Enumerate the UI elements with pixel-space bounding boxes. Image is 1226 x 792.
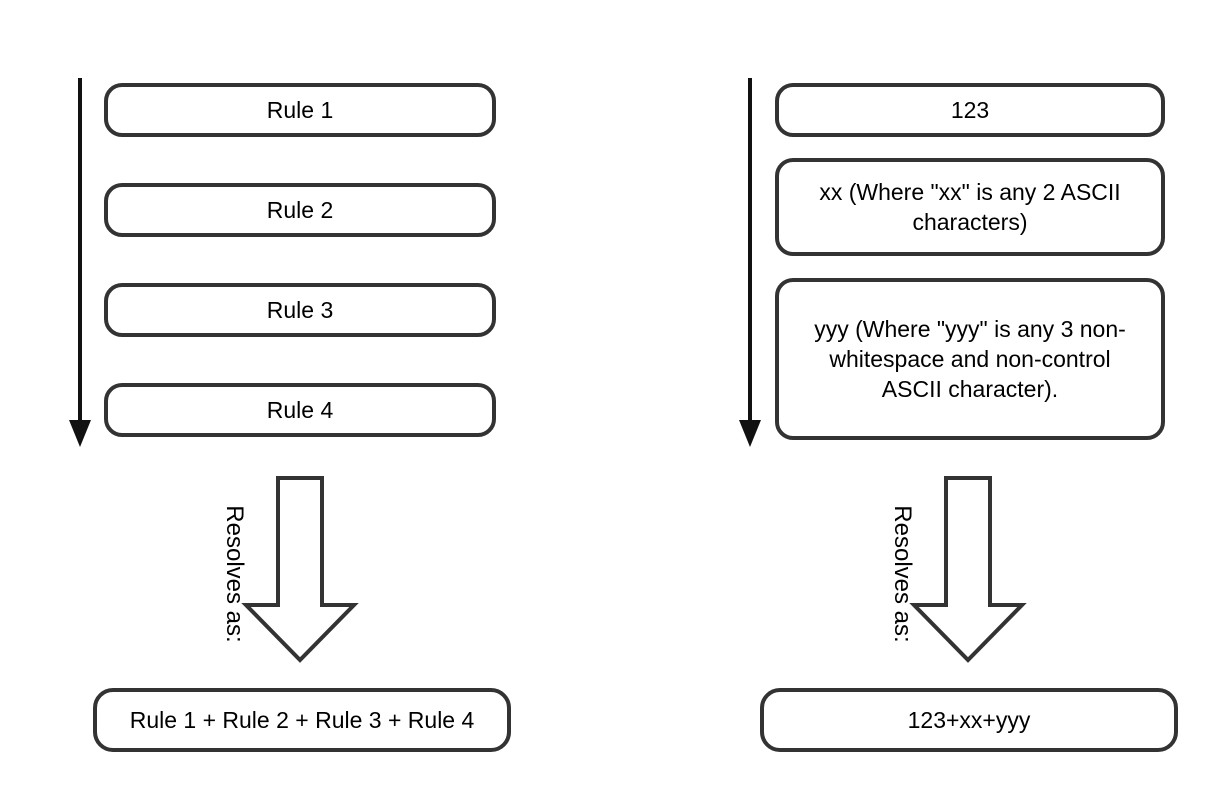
rule-2-box: Rule 2 <box>104 183 496 237</box>
value-yyy-box: yyy (Where "yyy" is any 3 non-whitespace… <box>775 278 1165 440</box>
value-xx-box: xx (Where "xx" is any 2 ASCII characters… <box>775 158 1165 256</box>
sequence-arrow-left-icon <box>69 78 91 447</box>
resolves-block-arrow-left-icon <box>241 476 359 663</box>
values-result-box: 123+xx+yyy <box>760 688 1178 752</box>
resolves-as-label-right: Resolves as: <box>889 505 916 643</box>
rule-1-box: Rule 1 <box>104 83 496 137</box>
resolves-block-arrow-right-icon <box>909 476 1027 663</box>
resolves-as-label-left: Resolves as: <box>221 505 248 643</box>
rule-4-box: Rule 4 <box>104 383 496 437</box>
rules-result-box: Rule 1 + Rule 2 + Rule 3 + Rule 4 <box>93 688 511 752</box>
value-123-box: 123 <box>775 83 1165 137</box>
rule-3-box: Rule 3 <box>104 283 496 337</box>
sequence-arrow-right-icon <box>739 78 761 447</box>
